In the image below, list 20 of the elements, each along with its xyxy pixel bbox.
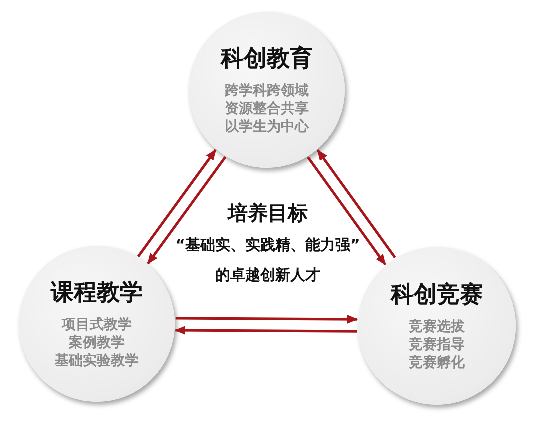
arrow	[316, 150, 396, 259]
goal-description: “基础实、实践精、能力强”的卓越创新人才	[174, 235, 362, 286]
arrow	[176, 314, 358, 324]
arrow	[307, 156, 387, 266]
circle-title: 科创教育	[221, 44, 313, 74]
circle-item: 以学生为中心	[225, 118, 309, 136]
arrow	[174, 326, 358, 336]
circle-title: 科创竞赛	[391, 281, 483, 310]
circle-item: 案例教学	[69, 334, 125, 352]
circle-item: 竞赛选拔	[409, 318, 465, 336]
circle-item: 跨学科跨领域	[225, 82, 309, 100]
circle-item: 竞赛指导	[409, 336, 465, 354]
circle-item: 项目式教学	[62, 316, 132, 334]
arrow	[147, 156, 227, 265]
circle-item: 资源整合共享	[225, 100, 309, 118]
goal-heading: 培养目标	[226, 200, 309, 227]
circle-item: 基础实验教学	[55, 352, 139, 370]
circle-title: 课程教学	[51, 279, 143, 308]
arrow	[137, 149, 217, 258]
circle-item: 竞赛孵化	[409, 354, 465, 372]
